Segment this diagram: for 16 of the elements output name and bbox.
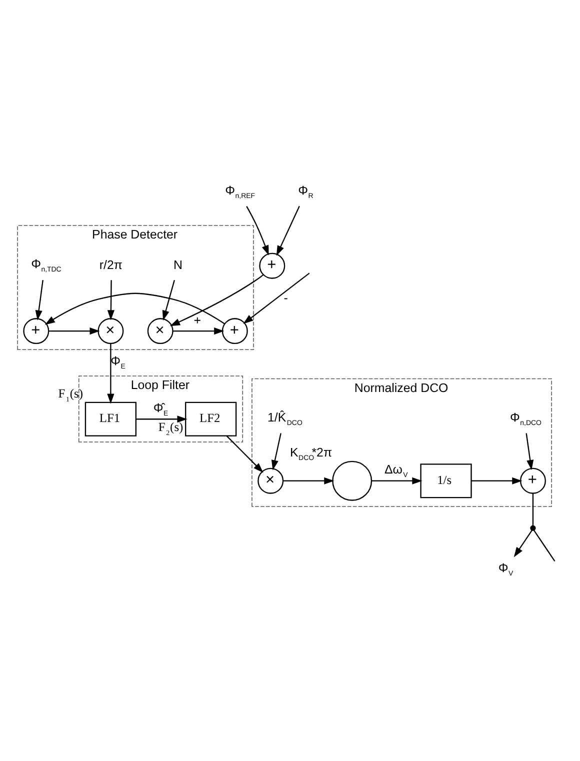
edge-label: - [284, 290, 288, 305]
node-text: Φ$_{R}$ [298, 182, 314, 200]
node-text: Φ$_{n,TDC}$ [31, 256, 62, 273]
node-text: Φ$_{n,DCO}$ [510, 410, 542, 426]
edge-label: + [194, 313, 201, 328]
edge-label: Φ̂$_{E}$ [153, 400, 168, 417]
node-label: F$_{2}$(s) [158, 420, 184, 437]
node-label: F$_{1}$(s) [58, 386, 84, 404]
node-text: Φ$_{n,REF}$ [225, 182, 256, 200]
node-label: K$_{DCO}$*2π [290, 445, 332, 462]
node-text: r/2π [99, 257, 122, 272]
edge-label: Δω$_{V}$ [384, 462, 408, 479]
edge-label: Φ$_{E}$ [110, 354, 126, 370]
node-text: Φ$_{V}$ [498, 560, 514, 578]
node-text: 1/K̂$_{DCO}$ [267, 410, 302, 426]
node-text: N [174, 257, 183, 272]
